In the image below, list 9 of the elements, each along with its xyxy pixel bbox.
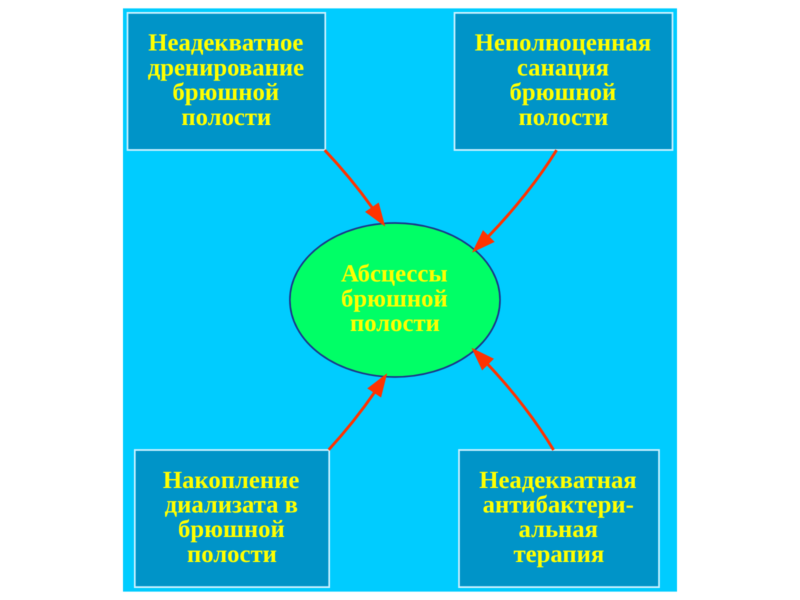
node-box: Неадекватная антибактери-альная терапия <box>458 449 660 588</box>
node-box: Неполноценная санация брюшной полости <box>454 12 674 151</box>
node-box: Неадекватное дренирование брюшной полости <box>126 12 326 151</box>
arrow <box>328 373 388 451</box>
node-box: Накопление диализата в брюшной полости <box>134 449 330 588</box>
node-ellipse: Абсцессы брюшной полости <box>289 222 501 378</box>
arrow <box>472 149 558 253</box>
arrow <box>324 149 386 227</box>
arrow <box>471 348 555 451</box>
